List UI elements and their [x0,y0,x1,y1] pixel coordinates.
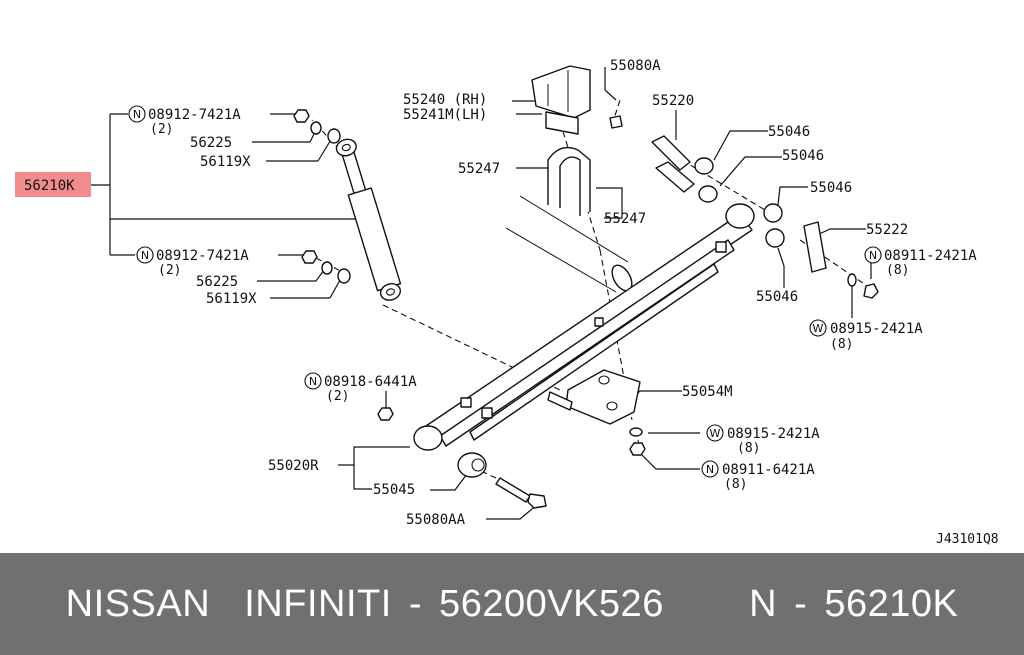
label-nut-front: 08918-6441A [324,374,417,390]
label-bush-3: 55046 [810,180,852,196]
label-washer-plate: 08915-2421A [727,426,820,442]
label-nut-plate-qty: (8) [724,477,747,492]
leader-lines [91,67,872,520]
label-bolt-front: 55080AA [406,512,466,528]
label-nut-top: 08912-7421A [148,107,241,123]
label-bush-4: 55046 [756,289,798,305]
label-spring: 55020R [268,458,319,474]
diagram-code: J43101Q8 [936,532,999,547]
prefix-n-2: N [141,249,149,262]
label-washer-top: 56225 [190,135,232,151]
label-ubolt-right: 55247 [604,211,646,227]
frame-outline [505,195,633,293]
label-shock-absorber: 56210K [24,178,75,194]
label-ubolt-left: 55247 [458,161,500,177]
prefix-w-1: W [813,322,824,335]
u-bolt [547,146,591,216]
label-bumper-lh: 55241M(LH) [403,107,487,123]
bump-stop-bracket [531,65,623,135]
front-nut [377,407,394,421]
shock-absorber [335,138,402,301]
label-bumper-rh: 55240 (RH) [403,92,487,108]
part-labels: 56210K 08912-7421A (2) 56225 56119X 0891… [24,58,999,547]
label-bush-2: 55046 [782,148,824,164]
label-shackle: 55222 [866,222,908,238]
front-bolt [495,477,547,509]
highlight-box [15,172,91,197]
leaf-spring [413,203,755,451]
label-plate: 55054M [682,384,733,400]
label-nut-plate: 08911-6421A [722,462,815,478]
label-nut-shackle-qty: (8) [886,263,909,278]
label-bushing-bottom: 56119X [206,291,257,307]
label-nut-top-qty: (2) [150,122,173,137]
prefix-circles: N N N N W W N [128,105,882,478]
prefix-n-4: N [869,249,877,262]
label-nut-shackle: 08911-2421A [884,248,977,264]
label-washer-plate-qty: (8) [737,441,760,456]
label-bolt-bumper: 55080A [610,58,661,74]
label-washer-shackle: 08915-2421A [830,321,923,337]
spring-plate [547,369,646,456]
label-bushing-top: 56119X [200,154,251,170]
label-nut-bottom-qty: (2) [158,263,181,278]
label-washer-bottom: 56225 [196,274,238,290]
prefix-n-1: N [133,108,141,121]
shock-hardware [293,109,351,284]
parts-diagram: N N N N W W N 56210K 08912-7421A (2) 562… [15,58,999,547]
footer-bar: NISSAN INFINITI - 56200VK526 N - 56210K [0,553,1024,655]
label-bush-1: 55046 [768,124,810,140]
prefix-w-2: W [710,427,721,440]
label-spring-bush: 55045 [373,482,415,498]
label-pin: 55220 [652,93,694,109]
shackle-pins [651,135,879,299]
spring-front-bush [457,452,487,478]
label-nut-bottom: 08912-7421A [156,248,249,264]
prefix-n-5: N [706,463,714,476]
prefix-n-3: N [309,375,317,388]
label-nut-front-qty: (2) [326,389,349,404]
label-washer-shackle-qty: (8) [830,337,853,352]
footer-text: NISSAN INFINITI - 56200VK526 N - 56210K [65,583,959,625]
